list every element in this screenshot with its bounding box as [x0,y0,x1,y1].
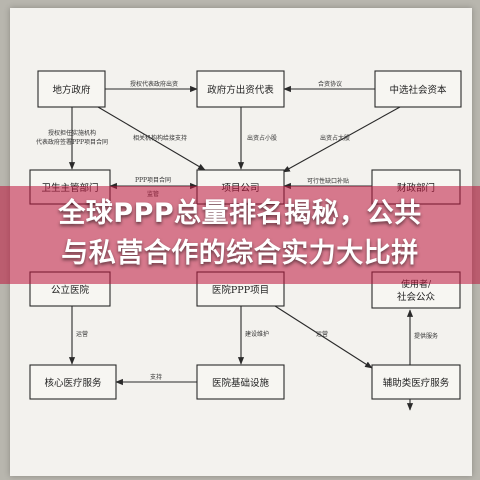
node-label: 公立医院 [51,284,90,296]
node-core-med: 核心医疗服务 [29,364,117,400]
edge-label: 出资占小股 [247,134,277,142]
headline-line-1: 全球PPP总量排名揭秘，公共 [58,198,422,229]
node-label: 辅助类医疗服务 [383,377,450,389]
edge-label: 代表政府签署PPP项目合同 [36,138,108,146]
edge-label: 支持 [150,373,162,381]
edge-label: 运营 [76,330,88,338]
edge-social-projectco [282,106,401,173]
edge-label: PPP项目合同 [135,176,171,184]
edge-label: 合资协议 [318,80,342,88]
node-label: 医院PPP项目 [212,284,269,296]
node-aux-med: 辅助类医疗服务 [371,364,461,400]
node-label: 地方政府 [52,84,91,96]
edge-localgov-projectco [97,106,206,171]
edge-label: 授权担任实施机构 [48,129,96,137]
node-local-gov: 地方政府 [37,70,106,108]
edge-label: 相关机构构给接支持 [133,134,187,142]
edge-hospppp-auxmed [274,305,373,369]
headline-banner [0,186,480,284]
edge-label: 出资占大股 [320,134,350,142]
node-infra: 医院基础设施 [196,364,285,400]
edge-label: 可行性缺口补贴 [307,177,349,185]
node-social-cap: 中选社会资本 [374,70,462,108]
edge-label: 提供服务 [414,332,438,340]
headline-line-2: 与私营合作的综合实力大比拼 [61,238,419,269]
node-label: 中选社会资本 [389,84,447,96]
edge-label: 建设维护 [245,330,269,338]
node-label: 医院基础设施 [212,377,270,389]
node-gov-rep: 政府方出资代表 [196,70,285,108]
node-label: 政府方出资代表 [207,84,274,96]
edge-label: 运营 [316,330,328,338]
node-label: 核心医疗服务 [44,377,102,389]
node-label: 社会公众 [397,291,436,303]
edge-label: 授权代表政府出资 [130,80,178,88]
